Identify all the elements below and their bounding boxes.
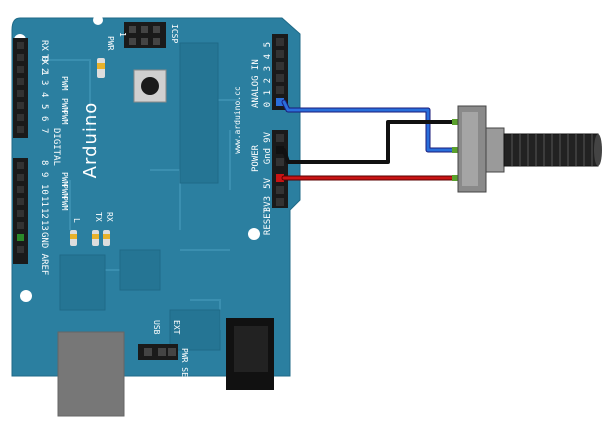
pwm-mark: PWM — [60, 184, 69, 199]
pot-bushing — [485, 127, 505, 173]
pwm-mark: PWM — [60, 196, 69, 211]
mounting-hole — [248, 228, 260, 240]
led-label-tx: TX — [94, 212, 103, 222]
gnd-aref-label: GND AREF — [39, 232, 49, 275]
analog-pin-labels: 5 4 3 2 1 0 ANALOG IN — [251, 42, 273, 108]
pin-label-5: 5 — [39, 104, 49, 109]
pin-label-rx0: RX 0 — [39, 40, 49, 62]
icsp-pin-one-label: 1 — [118, 32, 127, 37]
power-pin-labels: 9V Gnd 5V 3V3 RESET POWER — [251, 131, 273, 235]
pin-label-3: 3 — [39, 80, 49, 85]
analog-pin-label-3: 3 — [263, 66, 273, 71]
pin-label-6: 6 — [39, 116, 49, 121]
digital-pin-labels: RX 0 TX 1 2 3 4 5 6 7 8 9 10 11 12 13 GN… — [39, 40, 61, 275]
power-pin-label-5v: 5V — [263, 177, 273, 188]
status-leds: L TX RX — [70, 212, 114, 246]
analog-pin-label-4: 4 — [263, 54, 273, 59]
pwm-marks: PWM PWM PWM PWM PWM PWM — [60, 76, 69, 211]
digital-header-pins — [17, 42, 24, 253]
potentiometer[interactable] — [452, 105, 602, 193]
usb-connector — [57, 331, 125, 417]
pot-face — [462, 112, 478, 186]
pin-label-8: 8 — [39, 160, 49, 165]
pin-label-4: 4 — [39, 92, 49, 97]
component-block — [119, 249, 161, 291]
usb-chip — [59, 254, 106, 311]
pin-label-10: 10 — [39, 184, 49, 195]
url-label: www.arduino.cc — [233, 86, 242, 154]
pwm-mark: PWM — [60, 110, 69, 125]
icsp-label: ICSP — [170, 24, 179, 43]
pin-label-11: 11 — [39, 196, 49, 207]
arduino-board: RX 0 TX 1 2 3 4 5 6 7 8 9 10 11 12 13 GN… — [11, 15, 301, 417]
led-label-l: L — [72, 218, 81, 223]
reset-button[interactable] — [133, 69, 167, 103]
power-pin-label-9v: 9V — [263, 131, 273, 142]
mounting-hole — [20, 290, 32, 302]
pwr-sel-label: PWR SEL — [180, 348, 189, 382]
pwm-mark: PWM — [60, 76, 69, 91]
pwr-sel-jumper[interactable]: USB EXT PWR SEL — [138, 320, 189, 382]
gnd-wire — [282, 120, 460, 164]
pin-label-tx1: TX 1 — [39, 54, 49, 76]
wires — [281, 99, 461, 181]
microcontroller-chip — [179, 42, 219, 184]
pot-leg — [452, 147, 460, 153]
pot-shaft-ridges — [511, 134, 593, 166]
led-label-rx: RX — [105, 212, 114, 222]
pwm-mark: PWM — [60, 172, 69, 187]
pot-leg — [452, 119, 460, 125]
pwm-mark: PWM — [60, 98, 69, 113]
pin-label-12: 12 — [39, 208, 49, 219]
power-pin-label-3v3: 3V3 — [263, 196, 273, 212]
capacitor-block — [169, 309, 221, 351]
dc-power-jack — [226, 318, 274, 390]
digital-header — [13, 38, 28, 138]
pin-label-7: 7 — [39, 128, 49, 133]
digital-label: DIGITAL — [51, 128, 61, 166]
power-pin-label-gnd: Gnd — [263, 148, 273, 164]
analog-header-pins — [276, 38, 284, 106]
mounting-hole — [93, 15, 103, 25]
brand-label: Arduino — [80, 102, 101, 179]
analog-pin-label-5: 5 — [263, 42, 273, 47]
analog-pin-label-2: 2 — [263, 78, 273, 83]
analog-pin-label-0: 0 — [263, 102, 273, 107]
power-header-pins — [276, 134, 284, 206]
pin-label-2: 2 — [39, 68, 49, 73]
pin-label-9: 9 — [39, 172, 49, 177]
analog-in-label: ANALOG IN — [251, 59, 261, 108]
pin-label-13: 13 — [39, 220, 49, 231]
pot-shaft-end — [594, 134, 602, 166]
analog-0-wire-core — [282, 100, 460, 152]
pwr-led-label: PWR — [106, 36, 115, 51]
ext-label: EXT — [172, 320, 181, 335]
power-label: POWER — [251, 144, 261, 172]
power-pin-label-reset: RESET — [263, 207, 273, 235]
analog-pin-label-1: 1 — [263, 90, 273, 95]
pot-leg — [452, 175, 460, 181]
pwr-led: PWR — [97, 36, 115, 78]
usb-label: USB — [152, 320, 161, 335]
icsp-header: ICSP 1 — [118, 22, 179, 48]
